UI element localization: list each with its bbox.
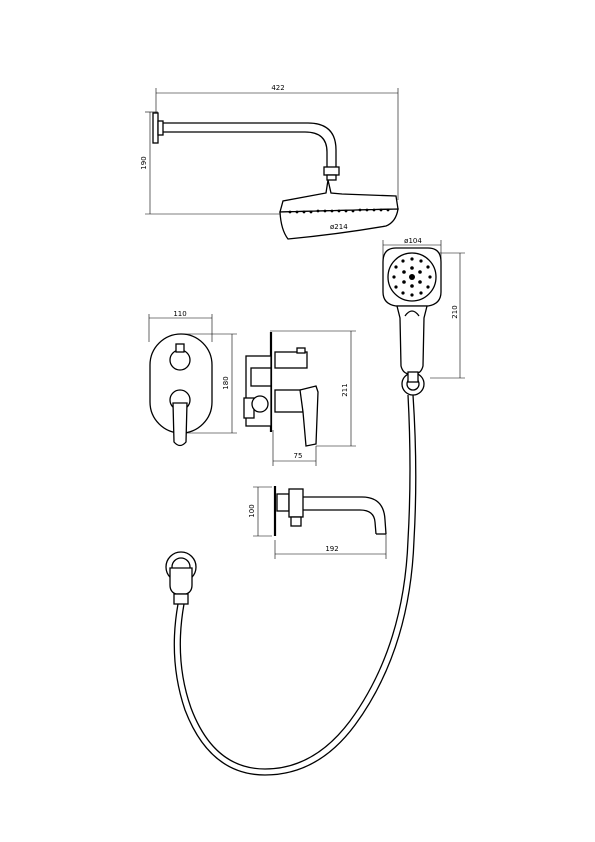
dim-spout-height-label: 100 xyxy=(248,504,256,517)
dim-arm-length: 422 xyxy=(155,84,399,200)
hose-outer xyxy=(179,394,411,770)
hose-connector xyxy=(173,593,189,605)
dim-arm-drop-label: 190 xyxy=(140,156,148,169)
diverter-knob xyxy=(169,349,191,371)
mixer-plate-front: 110 180 xyxy=(148,310,237,447)
dim-spout-height: 100 xyxy=(248,486,272,537)
spout-pipe xyxy=(303,496,387,535)
hand-nozzles xyxy=(392,257,432,297)
dim-head-diameter-label: ø214 xyxy=(330,223,348,231)
mixer-body-side: 211 75 xyxy=(243,330,356,466)
spout-body xyxy=(288,488,304,518)
head-nozzles xyxy=(288,208,390,214)
swivel-nut xyxy=(326,174,337,181)
body-boss xyxy=(250,367,272,387)
dim-plate-height: 180 xyxy=(180,333,237,434)
flange-neck xyxy=(157,120,164,136)
hand-handle-inner xyxy=(404,310,420,317)
dim-hand-diameter-label: ø104 xyxy=(404,237,422,245)
diverter-side-cap xyxy=(296,347,306,354)
dim-arm-drop: 190 xyxy=(140,111,282,215)
swivel-joint xyxy=(323,166,340,176)
dim-plate-width-label: 110 xyxy=(173,310,186,318)
hand-hose-nut xyxy=(407,371,419,383)
hand-shower: ø104 210 xyxy=(382,237,465,396)
hose-assembly xyxy=(165,394,417,776)
body-valve-cap xyxy=(251,395,269,413)
dim-arm-length-label: 422 xyxy=(271,84,284,92)
dim-plate-width: 110 xyxy=(148,310,213,342)
lever-handle xyxy=(172,402,188,447)
dim-body-width: 75 xyxy=(272,430,317,466)
lever-side-handle xyxy=(299,385,319,447)
hand-handle xyxy=(396,305,428,375)
dim-plate-height-label: 180 xyxy=(222,376,230,389)
bath-spout: 100 192 xyxy=(248,486,387,559)
head-face xyxy=(279,208,399,240)
hose xyxy=(173,394,417,776)
diverter-stem xyxy=(175,343,185,353)
spout-nut xyxy=(290,516,302,527)
wall-flange xyxy=(152,112,159,144)
lever-side-base xyxy=(274,389,304,413)
dim-spout-length: 192 xyxy=(274,534,387,559)
dim-spout-length-label: 192 xyxy=(325,545,338,553)
dim-body-depth-label: 211 xyxy=(341,383,349,396)
dim-body-depth: 211 xyxy=(270,330,356,447)
wall-outlet-elbow xyxy=(169,567,193,595)
head-top xyxy=(279,179,399,213)
shower-arm xyxy=(163,122,337,167)
dim-hand-length-label: 210 xyxy=(451,305,459,318)
spout-collar xyxy=(276,493,290,512)
diverter-side xyxy=(274,351,308,369)
overhead-shower: 422 190 ø214 xyxy=(140,84,399,240)
dim-body-width-label: 75 xyxy=(294,452,303,460)
